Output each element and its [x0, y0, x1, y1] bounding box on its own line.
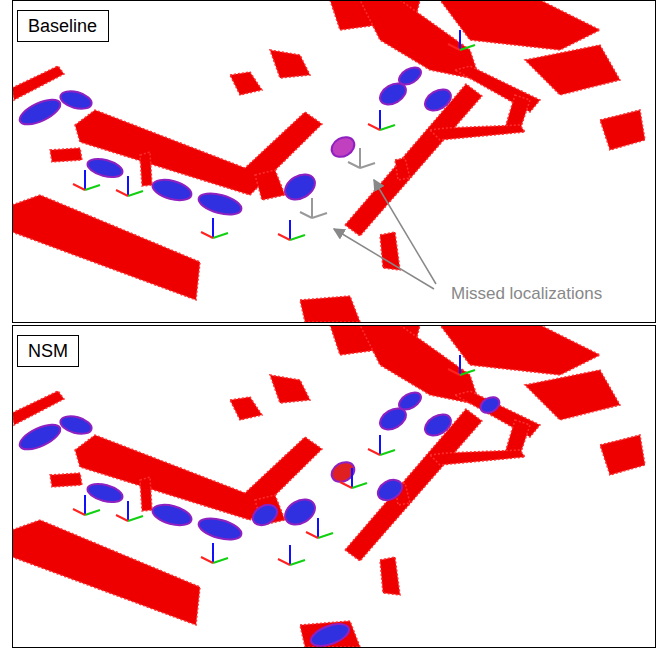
- nsm-scene: [13, 326, 645, 647]
- panel-label: NSM: [28, 340, 68, 362]
- panel-frame: [13, 1, 656, 323]
- panel-frame: [13, 326, 656, 648]
- callout-label: Missed localizations: [451, 284, 602, 304]
- panel-label-box: NSM: [17, 335, 79, 367]
- leader-line: [374, 180, 436, 284]
- panel-label: Baseline: [28, 15, 98, 37]
- leader-line: [334, 229, 434, 289]
- panel-label-box: Baseline: [17, 10, 109, 42]
- baseline-scene: [13, 1, 645, 322]
